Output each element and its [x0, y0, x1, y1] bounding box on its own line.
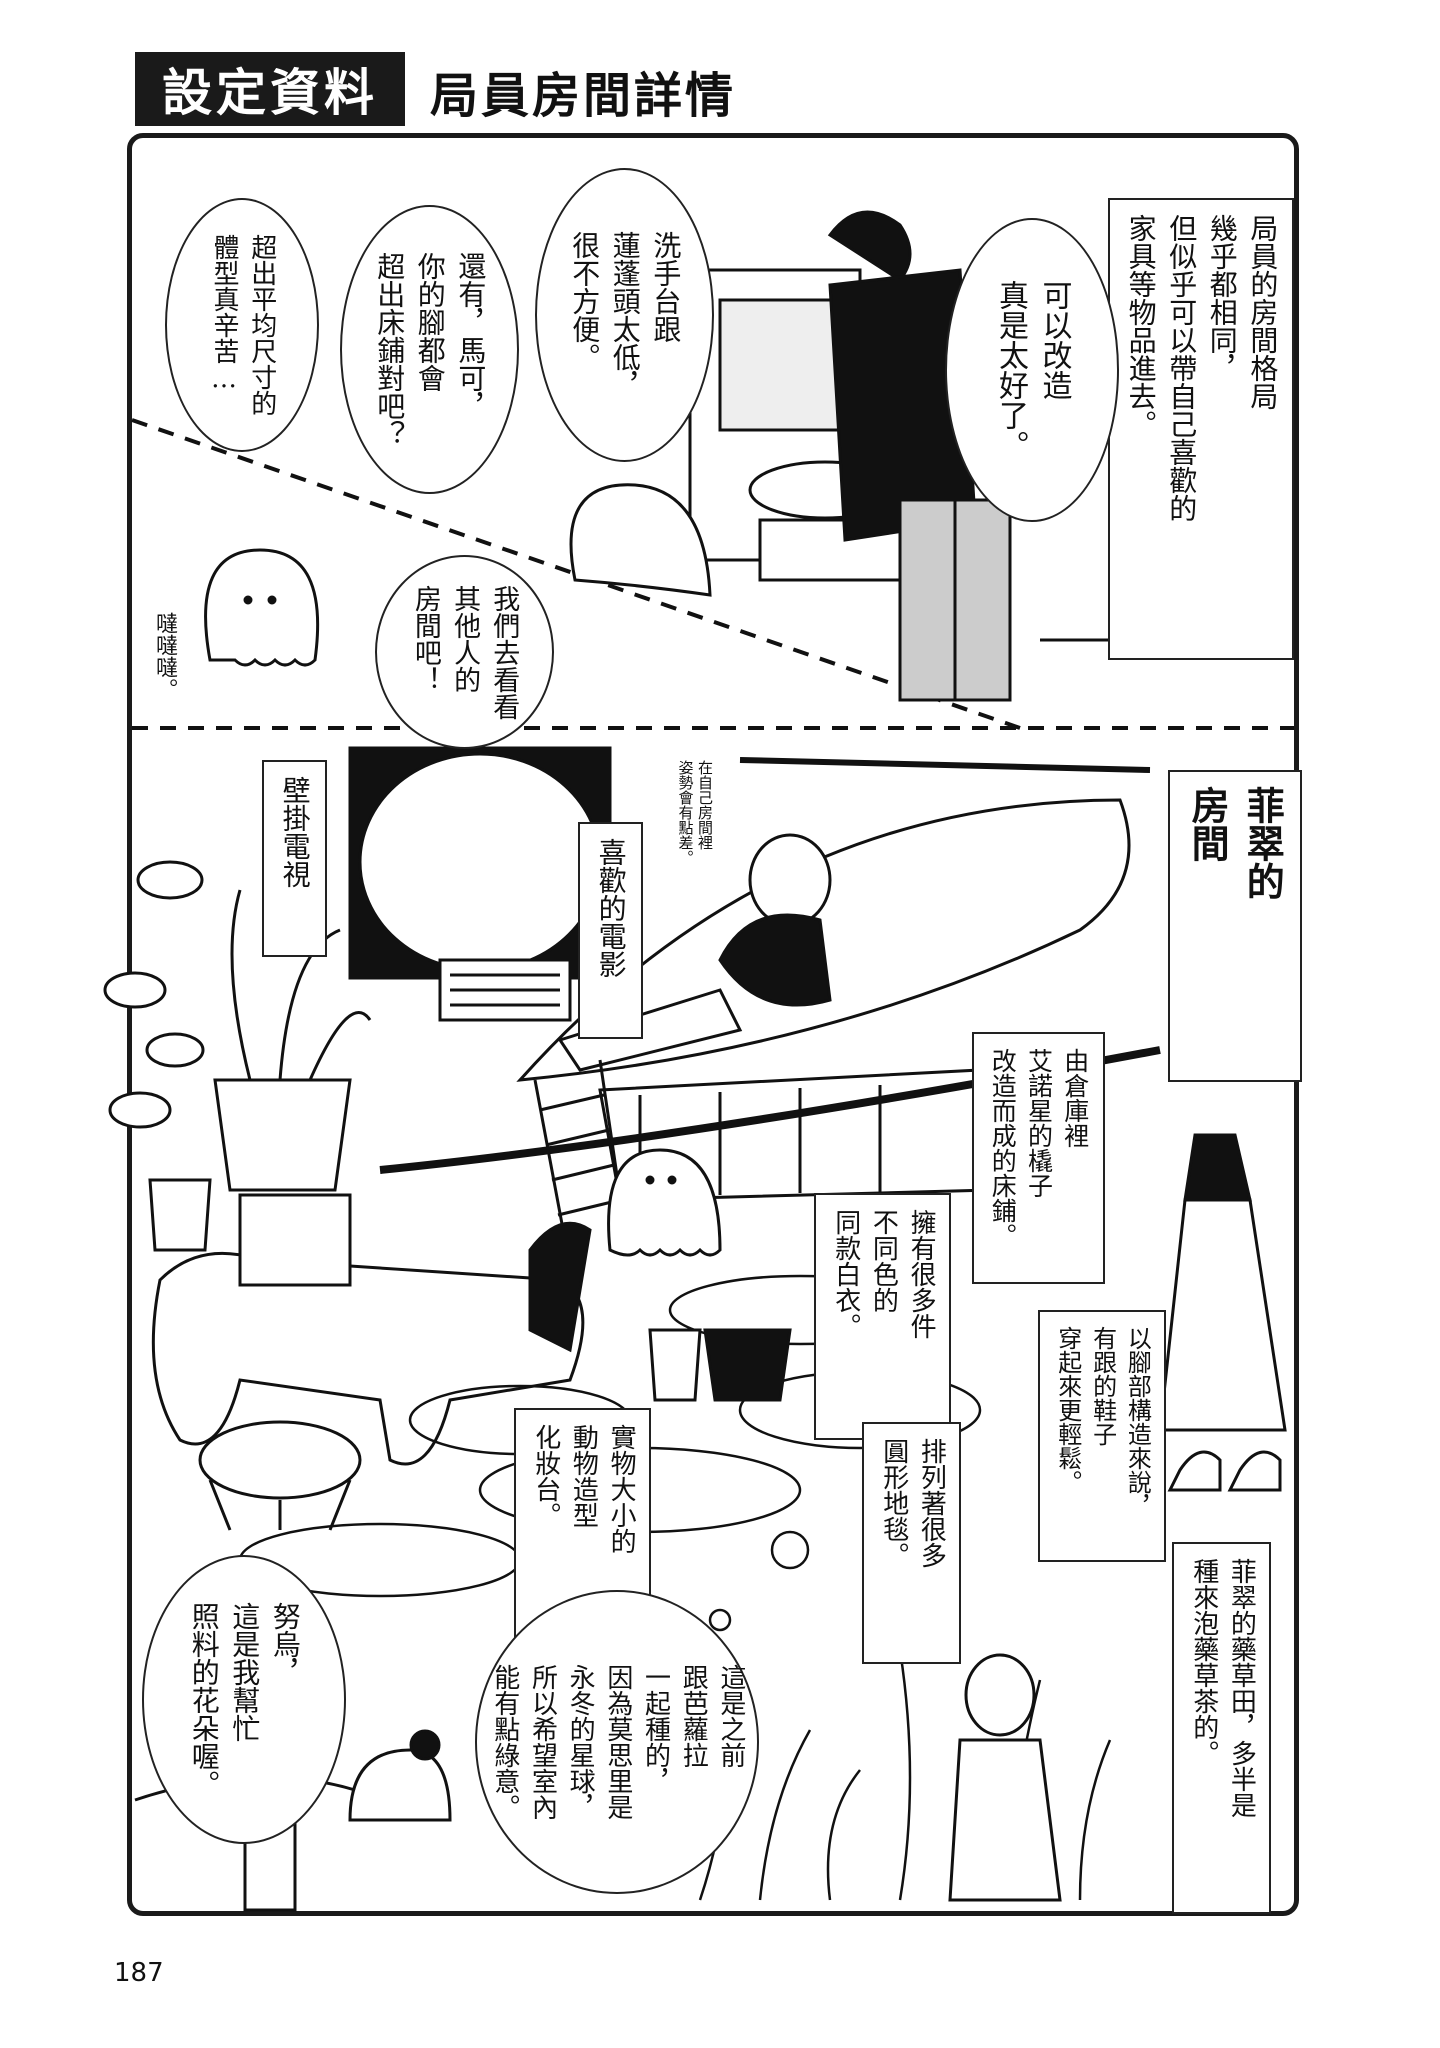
label-wall-tv: 壁掛電視	[262, 760, 327, 957]
girl-on-bed	[557, 833, 832, 1072]
page-title: 局員房間詳情	[430, 68, 737, 124]
label-herb-garden: 菲翠的藥草田，多半是 種來泡藥草茶的。	[1172, 1542, 1272, 1914]
handwritten-note-posture: 在自己房間裡 姿勢會有點差。	[676, 760, 715, 865]
potted-plant-large	[213, 889, 372, 1192]
speech-bubble-greenhouse: 這是之前 跟芭蘿拉 一起種的， 因為莫思里是 永冬的星球， 所以希望室內 能有點…	[475, 1590, 759, 1894]
hanging-dress	[1158, 1133, 1287, 1432]
speech-bubble-sink: 洗手台跟 蓮蓬頭太低， 很不方便。	[535, 168, 714, 462]
speech-bubble-feet: 還有，馬可， 你的腳都會 超出床鋪對吧？	[340, 205, 519, 494]
pilea-plant	[103, 860, 212, 1252]
ghost-creature-room	[607, 1148, 722, 1257]
person-at-sink	[688, 210, 1290, 702]
sfx-footsteps: 噠噠噠。	[152, 612, 177, 700]
page-number: 187	[114, 1958, 164, 1988]
speech-bubble-body-size: 超出平均尺寸的 體型真辛苦…	[165, 198, 319, 452]
plant-pots-floor	[648, 1328, 792, 1402]
room-title: 菲翠的 房間	[1168, 770, 1303, 1082]
shoes	[1167, 1450, 1282, 1492]
ghost-creature-small	[204, 548, 320, 667]
wall-tv	[348, 746, 612, 980]
creature-with-flower	[348, 1729, 452, 1822]
speech-bubble-flowers: 努烏， 這是我幫忙 照料的花朵喔。	[142, 1555, 346, 1844]
caption-room-layout: 局員的房間格局 幾乎都相同， 但似乎可以帶自己喜歡的 家具等物品進去。	[1108, 198, 1295, 660]
label-sled-bed: 由倉庫裡 艾諾星的橇子 改造而成的床鋪。	[972, 1032, 1105, 1284]
label-favorite-movies: 喜歡的電影	[578, 822, 643, 1039]
round-stool	[198, 1420, 362, 1531]
ghost-creature-large	[569, 483, 712, 597]
label-white-clothes: 擁有很多件 不同色的 同款白衣。	[814, 1193, 952, 1440]
label-heeled-shoes: 以腳部構造來說， 有跟的鞋子 穿起來更輕鬆。	[1038, 1310, 1167, 1562]
movie-case	[438, 958, 572, 1022]
speech-bubble-remodel: 可以改造 真是太好了。	[945, 218, 1119, 522]
speech-bubble-lets-go: 我們去看看 其他人的 房間吧！	[375, 555, 554, 749]
animal-vanity	[151, 1193, 592, 1466]
section-tag: 設定資料	[135, 52, 405, 126]
girl-in-garden	[948, 1653, 1062, 1902]
label-round-rugs: 排列著很多 圓形地毯。	[862, 1422, 962, 1664]
